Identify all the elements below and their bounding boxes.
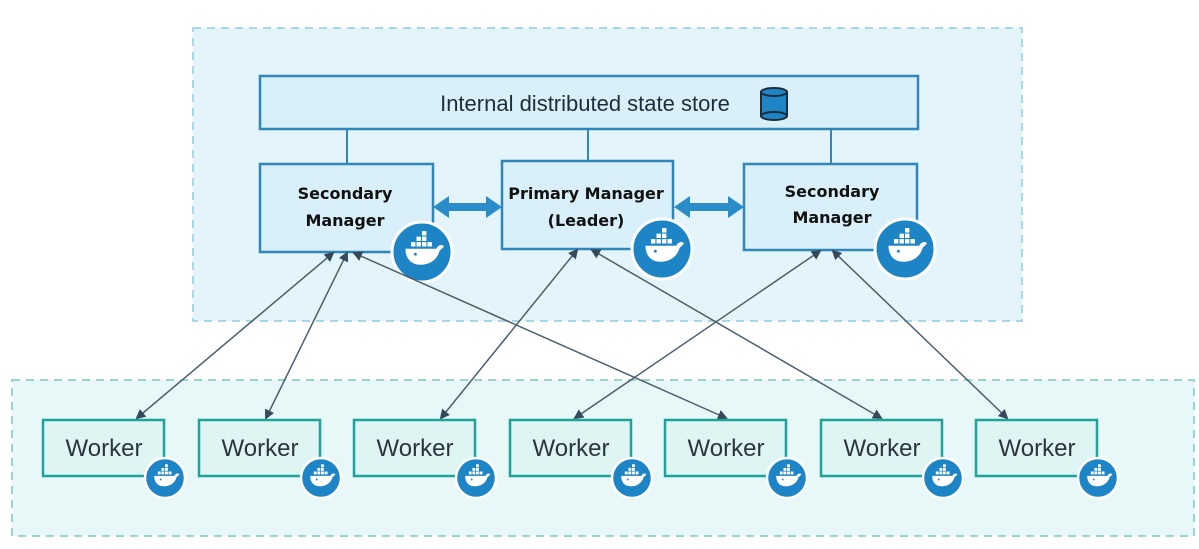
- state-store: Internal distributed state store: [258, 74, 920, 131]
- sync-arrow-right: [674, 196, 744, 218]
- docker-whale-icon: [765, 456, 809, 500]
- worker-box: [974, 418, 1099, 478]
- docker-whale-icon: [143, 456, 187, 500]
- worker-label: Worker: [66, 435, 143, 462]
- manager-label-line2: (Leader): [548, 211, 625, 230]
- database-icon: [760, 87, 788, 121]
- docker-whale-icon: [873, 217, 937, 281]
- link-w7-m3: [831, 249, 1009, 420]
- manager-label-line1: Secondary: [785, 182, 880, 201]
- docker-whale-icon: [921, 456, 965, 500]
- worker-3: Worker: [352, 418, 498, 500]
- manager-label-line2: Manager: [305, 211, 384, 230]
- manager-label-line2: Manager: [792, 208, 871, 227]
- docker-whale-icon: [454, 456, 498, 500]
- worker-label: Worker: [844, 435, 921, 462]
- link-w3-m2: [439, 248, 579, 420]
- manager-label-line1: Primary Manager: [508, 184, 664, 203]
- worker-box: [508, 418, 633, 478]
- docker-whale-icon: [610, 456, 654, 500]
- docker-whale-icon: [1076, 456, 1120, 500]
- link-w2-m1: [265, 251, 348, 420]
- worker-label: Worker: [222, 435, 299, 462]
- worker-2: Worker: [197, 418, 343, 500]
- worker-box: [41, 418, 166, 478]
- worker-5: Worker: [663, 418, 809, 500]
- state-store-box: [258, 74, 920, 131]
- worker-label: Worker: [688, 435, 765, 462]
- docker-whale-icon: [390, 220, 454, 284]
- worker-links: [135, 248, 1009, 420]
- link-w4-m3: [573, 249, 822, 420]
- worker-label: Worker: [377, 435, 454, 462]
- worker-box: [819, 418, 944, 478]
- worker-4: Worker: [508, 418, 654, 500]
- worker-box: [663, 418, 788, 478]
- worker-label: Worker: [999, 435, 1076, 462]
- manager-label-line1: Secondary: [298, 184, 393, 203]
- docker-whale-icon: [630, 217, 694, 281]
- sync-arrow-left: [433, 196, 502, 218]
- worker-1: Worker: [41, 418, 187, 500]
- worker-7: Worker: [974, 418, 1120, 500]
- worker-label: Worker: [533, 435, 610, 462]
- worker-box: [352, 418, 477, 478]
- worker-box: [197, 418, 322, 478]
- worker-6: Worker: [819, 418, 965, 500]
- state-store-label: Internal distributed state store: [440, 91, 730, 116]
- docker-whale-icon: [299, 456, 343, 500]
